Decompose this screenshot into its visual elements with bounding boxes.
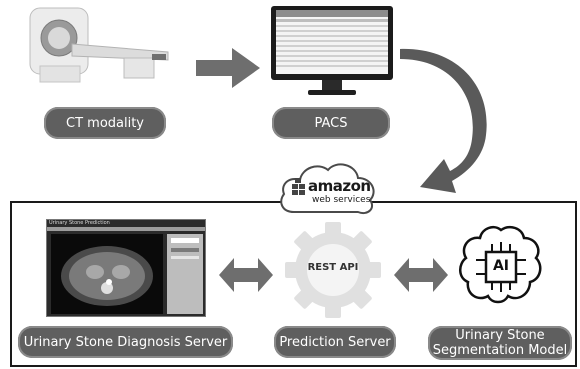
gear-icon <box>285 222 381 318</box>
ct-modality-text: CT modality <box>66 115 144 131</box>
rest-api-text: REST API <box>307 262 359 273</box>
brain-icon <box>459 226 542 304</box>
aws-cloud-badge: amazon web services <box>278 160 378 216</box>
aws-brand: amazon <box>308 177 371 195</box>
toolbar <box>47 227 205 231</box>
ct-scanner-icon <box>29 7 169 83</box>
diagnosis-server-label: Urinary Stone Diagnosis Server <box>18 326 233 358</box>
prediction-server-label: Prediction Server <box>274 326 396 358</box>
ct-modality-label: CT modality <box>44 107 166 139</box>
ai-chip-text: AI <box>492 258 510 274</box>
segmentation-model-line1: Urinary Stone <box>455 328 545 343</box>
rest-api-gear: REST API <box>285 222 381 318</box>
double-arrow-left <box>219 258 273 292</box>
cloud-icon <box>280 163 375 214</box>
arrow-ct-to-pacs <box>196 48 260 88</box>
segmentation-model-label: Urinary Stone Segmentation Model <box>428 326 572 360</box>
prediction-server-text: Prediction Server <box>279 334 391 350</box>
diagnosis-window-title: Urinary Stone Prediction <box>49 220 110 226</box>
ai-brain: AI <box>458 224 544 310</box>
side-panel <box>167 234 203 314</box>
pacs-label: PACS <box>272 107 390 139</box>
arrow-pacs-to-cloud <box>400 48 487 193</box>
segmentation-model-line2: Segmentation Model <box>432 343 568 358</box>
aws-sub: web services <box>312 195 371 205</box>
pacs-monitor-icon <box>271 6 393 95</box>
double-arrow-right <box>394 258 448 292</box>
diagnosis-server-text: Urinary Stone Diagnosis Server <box>23 334 228 350</box>
diagnosis-app-window: Urinary Stone Prediction <box>46 219 206 317</box>
pacs-text: PACS <box>314 115 348 131</box>
ct-scan-image <box>51 234 163 314</box>
